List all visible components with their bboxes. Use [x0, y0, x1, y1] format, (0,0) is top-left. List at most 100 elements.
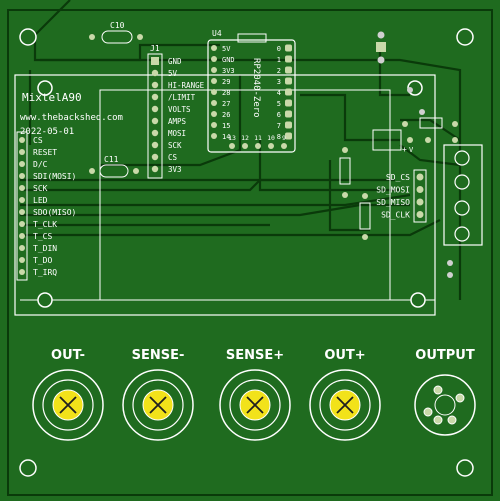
u4-left-pin-label: 3V3: [222, 67, 235, 75]
u4-bottom-pin-label: 11: [254, 134, 262, 142]
u4-right-pad: [285, 121, 292, 129]
sd-pin-pad: [416, 211, 424, 218]
lcd-pin-label: T_CLK: [33, 220, 57, 229]
c10-ref: C10: [110, 21, 125, 30]
j1-pin-label: 3V3: [168, 165, 182, 174]
vias-top-right: [376, 31, 425, 115]
lcd-pin-pad: [19, 233, 25, 239]
j1-pin-pad-square: [151, 57, 159, 65]
lcd-pin-label: SDO(MISO): [33, 208, 76, 217]
u4-left-pad: [211, 67, 217, 73]
header-line2: www.thebackshed.com: [20, 113, 123, 123]
output-switch: [414, 374, 476, 436]
j1-pin-label: SCK: [168, 141, 182, 150]
via-b: [376, 42, 386, 52]
u4-left-pad: [211, 111, 217, 117]
lcd-hole-br: [410, 292, 426, 308]
j1-ref: J1: [150, 44, 160, 53]
sd-pin-label: SD_CLK: [381, 211, 410, 220]
sd-pin-label: SD_MOSI: [376, 186, 410, 195]
banana-terminal-group: [32, 369, 381, 441]
u4-bottom-pad: [255, 143, 261, 149]
u4-right-pad: [285, 110, 292, 118]
u4-right-pin-label: 5: [277, 100, 281, 108]
u4-left-pin-label: 14: [222, 133, 230, 141]
lcd-hole-bl: [37, 292, 53, 308]
j1-pin-pad: [151, 105, 159, 113]
u4-right-pin-label: 6: [277, 111, 281, 119]
u4-bottom-pad: [281, 143, 287, 149]
resistor-r1: [339, 157, 351, 185]
resistor-r2: [359, 202, 371, 230]
board-outline: [7, 9, 493, 496]
r1-pad-b: [342, 192, 348, 198]
lcd-pin-label: T_DO: [33, 256, 52, 265]
u4-left-pin-label: 5V: [222, 45, 231, 53]
j1-pin-pad: [151, 129, 159, 137]
u4-right-pin-label: 4: [277, 89, 281, 97]
lcd-pin-pad: [19, 185, 25, 191]
j1-pin-label: /LIMIT: [168, 93, 196, 102]
mount-hole-tl: [19, 28, 37, 46]
u4-left-pin-label: GND: [222, 56, 235, 64]
j1-pin-pad: [151, 93, 159, 101]
switch-pin-2: [455, 393, 465, 403]
terminal-block-outline: [443, 144, 483, 246]
via-v-b: [452, 137, 458, 143]
u4-right-pin-label: 0: [277, 45, 281, 53]
trace-layer: [20, 0, 462, 300]
j1-pin-pad: [151, 81, 159, 89]
u4-left-pin-label: 29: [222, 78, 230, 86]
u4-left-pad: [211, 45, 217, 51]
j1-pin-label: HI-RANGE: [168, 81, 205, 90]
j1-pin-label: 5V: [168, 69, 178, 78]
terminal-via-1: [447, 260, 453, 266]
lcd-pin-label: CS: [33, 136, 43, 145]
terminal-via-2: [447, 272, 453, 278]
u4-right-pad: [285, 77, 292, 85]
sd-pin-label: SD_MISO: [376, 198, 410, 207]
header-line3: 2022-05-01: [20, 127, 74, 137]
u4-left-pad: [211, 89, 217, 95]
u4-right-pad: [285, 55, 292, 63]
u4-left-pad: [211, 122, 217, 128]
mount-hole-tr: [456, 28, 474, 46]
diode-d1: [419, 117, 443, 129]
lcd-pin-pad: [19, 197, 25, 203]
lcd-pin-pad: [19, 269, 25, 275]
via-plus: [407, 137, 413, 143]
u4-bottom-pad: [229, 143, 235, 149]
u4-right-pad: [285, 99, 292, 107]
via-a: [377, 31, 385, 39]
u4-right-pad: [285, 66, 292, 74]
switch-pin-5: [433, 415, 443, 425]
lcd-pin-pad: [19, 221, 25, 227]
terminal-screw-3: [454, 200, 470, 216]
lcd-hole-tl: [37, 80, 53, 96]
via-c: [377, 56, 385, 64]
u4-right-pin-label: 7: [277, 122, 281, 130]
u4-bottom-pad: [268, 143, 274, 149]
terminal-screw-1: [454, 150, 470, 166]
u4-left-pad: [211, 78, 217, 84]
u4-right-pin-label: 1: [277, 56, 281, 64]
via-e: [419, 109, 425, 115]
lcd-pin-pad: [19, 257, 25, 263]
c11-pad-a: [89, 168, 95, 174]
u4-usb: [237, 33, 267, 43]
lcd-pin-label: T_IRQ: [33, 268, 57, 277]
mount-hole-br: [456, 459, 474, 477]
u4-bottom-pin-label: 10: [267, 134, 275, 142]
d1-pad-b: [452, 121, 458, 127]
j1-pin-label: GND: [168, 57, 182, 66]
r2-pad-b: [362, 234, 368, 240]
lcd-pin-pad: [19, 137, 25, 143]
u4-right-pad: [285, 132, 292, 140]
j1-pin-label: AMPS: [168, 117, 187, 126]
capacitor-c10: C10: [89, 21, 143, 44]
lcd-pin-label: T_DIN: [33, 244, 57, 253]
lcd-pin-label: SCK: [33, 184, 48, 193]
terminal-cross-icon: [59, 396, 77, 414]
